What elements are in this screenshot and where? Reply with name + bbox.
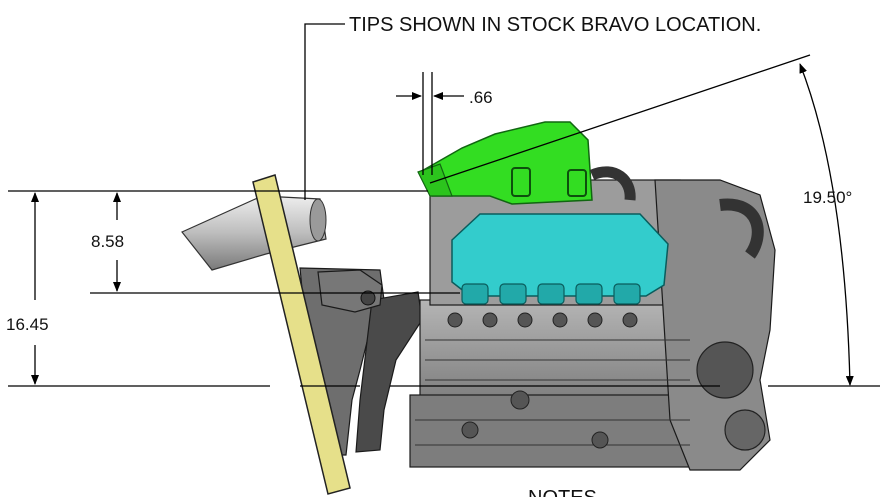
riser-bolt-tabs	[511, 167, 587, 197]
exhaust-manifold	[451, 213, 669, 297]
riser-hose	[589, 166, 636, 201]
offset-dimension: .66	[469, 88, 493, 107]
note-text: TIPS SHOWN IN STOCK BRAVO LOCATION.	[349, 14, 761, 36]
oil-pan	[409, 394, 691, 468]
pulley	[696, 341, 754, 399]
intake-tube	[355, 291, 423, 453]
notes-heading: NOTES	[528, 487, 597, 497]
head-bolts	[447, 312, 638, 449]
front-accessories	[654, 179, 776, 471]
block-details	[415, 339, 690, 446]
tip-end	[309, 198, 327, 242]
riser-flange	[417, 163, 453, 197]
angle-arc	[799, 63, 854, 386]
transom	[252, 174, 351, 495]
total-height-dimension: 16.45	[6, 315, 49, 334]
hose-front	[719, 198, 764, 259]
note-leader	[304, 23, 345, 200]
reference-lines	[8, 54, 880, 387]
tip-height-dimension: 8.58	[91, 232, 124, 251]
angle-dimension: 19.50°	[803, 188, 852, 207]
manifold-ports	[461, 283, 641, 305]
exhaust-tip	[181, 195, 327, 271]
pulley-lower	[724, 409, 766, 451]
